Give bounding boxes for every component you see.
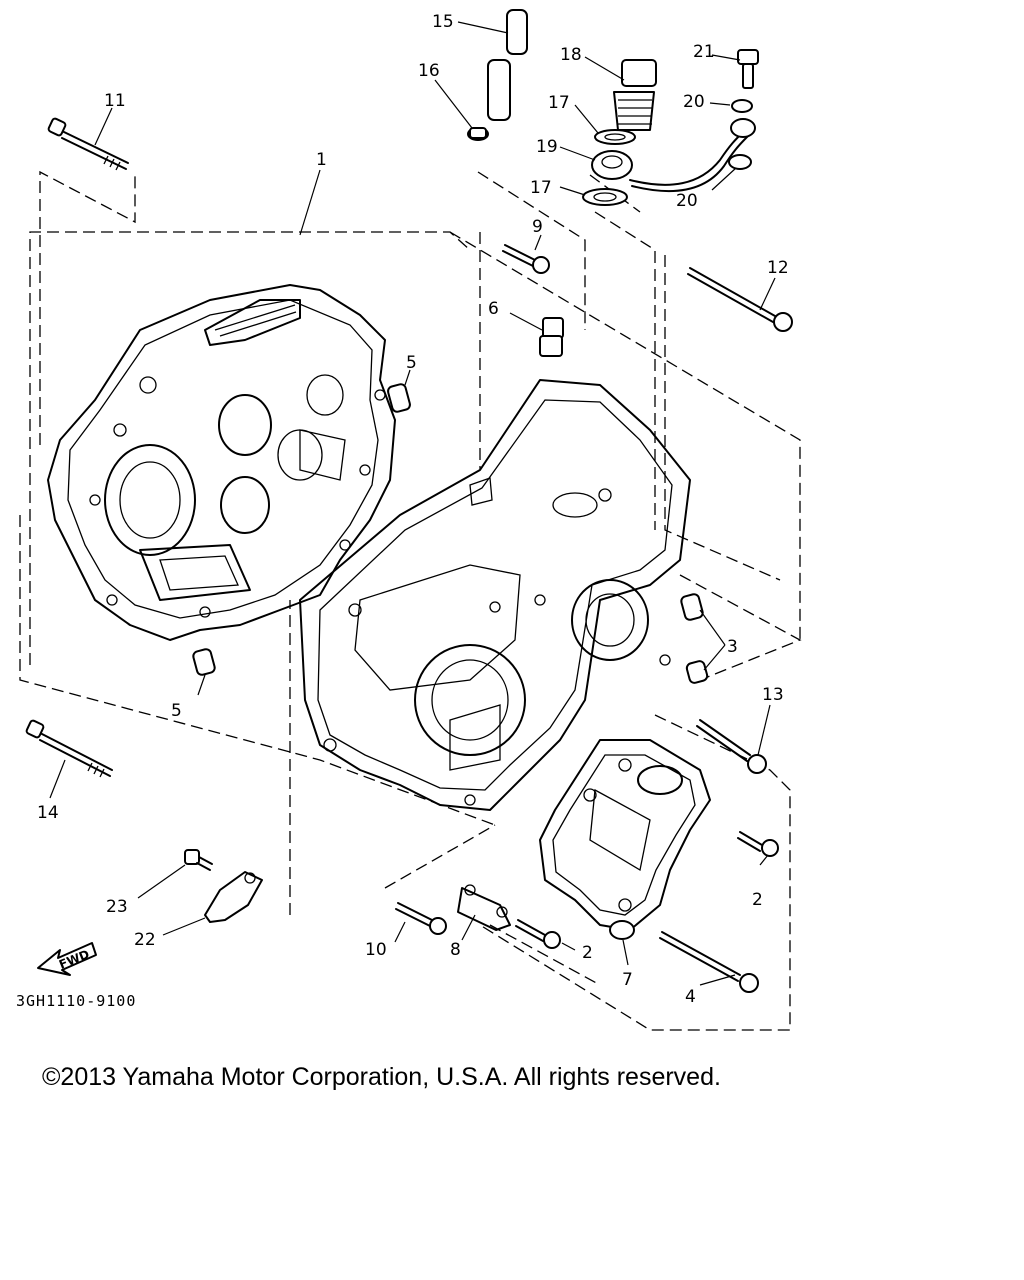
bolt-14 xyxy=(25,719,113,778)
callout-22: 22 xyxy=(134,930,156,950)
bolt-2-upper xyxy=(737,831,779,857)
callout-11: 11 xyxy=(104,91,126,111)
bracket-22 xyxy=(204,871,263,923)
callout-19: 19 xyxy=(536,137,558,157)
union-bolt-18 xyxy=(613,59,657,131)
callout-17-upper: 17 xyxy=(548,93,570,113)
callout-13: 13 xyxy=(762,685,784,705)
clip-16 xyxy=(467,127,489,141)
callout-20-lower: 20 xyxy=(676,191,698,211)
forward-arrow-icon: FWD xyxy=(37,942,97,976)
crankcase-cover xyxy=(539,739,711,931)
collar-7 xyxy=(609,920,635,940)
washers-20 xyxy=(728,99,753,170)
bolt-11 xyxy=(47,117,129,171)
callout-8: 8 xyxy=(450,940,461,960)
callout-4: 4 xyxy=(685,987,696,1007)
callout-3: 3 xyxy=(727,637,738,657)
left-crankcase-half xyxy=(47,284,396,641)
callout-2-right: 2 xyxy=(752,890,763,910)
callout-labels: 1 11 15 16 18 17 19 17 21 20 20 9 6 12 5… xyxy=(37,12,789,1007)
callout-15: 15 xyxy=(432,12,454,32)
bolt-4 xyxy=(659,931,759,993)
dowel-pin-5-lower xyxy=(192,648,216,676)
callout-16: 16 xyxy=(418,61,440,81)
callout-5-upper: 5 xyxy=(406,353,417,373)
crankcase-exploded-diagram: FWD 1 11 15 16 18 17 19 17 21 20 20 9 6 … xyxy=(19,9,802,1031)
leader-lines xyxy=(49,21,776,986)
copyright-notice: ©2013 Yamaha Motor Corporation, U.S.A. A… xyxy=(42,1063,721,1091)
bolt-2-lower xyxy=(515,919,561,949)
bolt-9 xyxy=(502,244,550,274)
callout-9: 9 xyxy=(532,217,543,237)
callout-17-lower: 17 xyxy=(530,178,552,198)
callout-6: 6 xyxy=(488,299,499,319)
bolt-12 xyxy=(687,267,793,332)
assembly-guide-lines xyxy=(19,170,802,1031)
callout-23: 23 xyxy=(106,897,128,917)
oil-hose-19 xyxy=(591,118,756,192)
callout-5-lower: 5 xyxy=(171,701,182,721)
dowel-pins-3 xyxy=(680,593,709,684)
callout-7: 7 xyxy=(622,970,633,990)
callout-1: 1 xyxy=(316,150,327,170)
bolt-13 xyxy=(696,719,767,774)
oil-pipe-15 xyxy=(487,9,528,121)
fitting-6 xyxy=(539,317,564,357)
callout-12: 12 xyxy=(767,258,789,278)
bolt-21 xyxy=(737,49,759,89)
clamp-8 xyxy=(457,884,511,931)
callout-21: 21 xyxy=(693,42,715,62)
drawing-code: 3GH1110-9100 xyxy=(16,992,137,1010)
bolt-23 xyxy=(184,849,213,871)
right-crankcase-half xyxy=(299,379,691,811)
dowel-pin-5-upper xyxy=(387,383,411,413)
callout-20-upper: 20 xyxy=(683,92,705,112)
callout-2-bottom: 2 xyxy=(582,943,593,963)
callout-18: 18 xyxy=(560,45,582,65)
callout-14: 14 xyxy=(37,803,59,823)
bolt-10 xyxy=(395,902,447,935)
gaskets-17 xyxy=(582,129,636,206)
callout-10: 10 xyxy=(365,940,387,960)
